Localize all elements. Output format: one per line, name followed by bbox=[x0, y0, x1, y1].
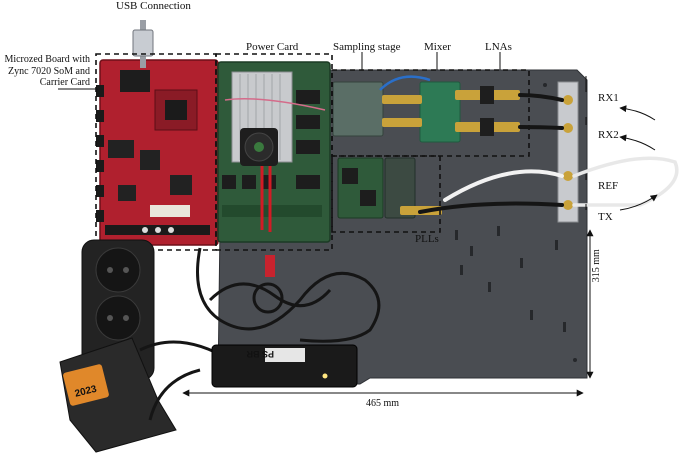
red-power-leads bbox=[260, 166, 272, 232]
label-microzed-line3: Carrier Card bbox=[39, 77, 90, 88]
signal-arrows bbox=[619, 105, 658, 211]
power-brick-text: PS BR bbox=[246, 349, 274, 359]
mixer-board bbox=[419, 81, 461, 143]
microzed-components bbox=[105, 70, 210, 235]
label-microzed-line2: Zync 7020 SoM and bbox=[8, 65, 90, 77]
socket-top bbox=[95, 247, 141, 293]
chassis-slots bbox=[455, 83, 577, 362]
label-width-dimension: 465 mm bbox=[366, 398, 400, 409]
sampling-stage-board bbox=[332, 81, 384, 137]
sticker-year: 2023 bbox=[74, 384, 99, 400]
microzed-side-connectors bbox=[96, 85, 104, 222]
power-brick bbox=[211, 344, 358, 388]
charger-sticker bbox=[63, 364, 109, 406]
blue-cable bbox=[379, 75, 431, 91]
label-rx2: RX2 bbox=[598, 129, 619, 141]
power-card-modules bbox=[222, 90, 322, 217]
label-lnas: LNAs bbox=[485, 41, 512, 53]
leader-lines bbox=[58, 52, 587, 210]
label-sampling-stage: Sampling stage bbox=[333, 41, 401, 53]
rf-cables bbox=[418, 93, 679, 214]
pll-board-b bbox=[384, 157, 416, 219]
label-height-dimension: 315 mm bbox=[590, 249, 602, 283]
label-tx: TX bbox=[598, 211, 613, 223]
usb-plug bbox=[132, 29, 154, 57]
red-cable-tie bbox=[265, 255, 275, 277]
label-power-card: Power Card bbox=[246, 41, 299, 53]
dashed-outlines bbox=[95, 53, 530, 251]
label-plls: PLLs bbox=[415, 233, 439, 245]
port-bracket bbox=[557, 81, 579, 223]
label-microzed: Microzed Board with Zync 7020 SoM and Ca… bbox=[0, 54, 90, 89]
label-rx1: RX1 bbox=[598, 92, 619, 104]
label-ref: REF bbox=[598, 180, 619, 192]
lna-assemblies bbox=[382, 86, 520, 136]
power-brick-label bbox=[265, 348, 305, 362]
label-usb-connection: USB Connection bbox=[116, 0, 191, 12]
power-led bbox=[322, 373, 328, 379]
label-microzed-line1: Microzed Board with bbox=[4, 54, 90, 65]
pll-board-a bbox=[337, 157, 384, 219]
label-mixer: Mixer bbox=[424, 41, 451, 53]
socket-bottom bbox=[95, 295, 141, 341]
charger bbox=[59, 337, 177, 453]
sma-ports bbox=[563, 95, 573, 210]
pink-wire bbox=[224, 98, 326, 111]
